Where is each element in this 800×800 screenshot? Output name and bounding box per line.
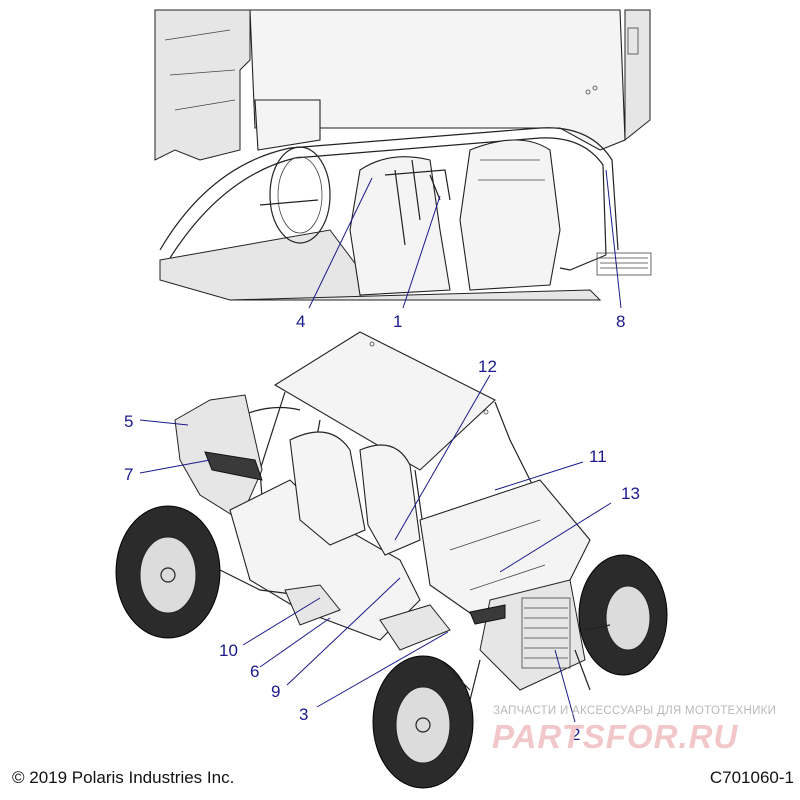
callout-3: 3: [299, 705, 308, 724]
callout-11: 11: [589, 447, 607, 466]
watermark-subtitle: ЗАПЧАСТИ И АКСЕССУАРЫ ДЛЯ МОТОТЕХНИКИ: [493, 705, 777, 717]
copyright-text: © 2019 Polaris Industries Inc.: [12, 768, 235, 787]
callout-8: 8: [616, 312, 625, 331]
wheel-front-left: [372, 655, 474, 789]
callout-5: 5: [124, 412, 133, 431]
callout-1: 1: [393, 312, 402, 331]
cockpit-inset: [154, 9, 652, 301]
callout-9: 9: [271, 682, 280, 701]
callout-10: 10: [219, 641, 238, 660]
callout-13: 13: [621, 484, 640, 503]
vehicle-main: [115, 331, 668, 789]
wheel-rear-left: [115, 505, 221, 639]
callout-2: 2: [571, 725, 580, 744]
callout-12: 12: [478, 357, 497, 376]
diagram-code: C701060-1: [709, 768, 794, 787]
callout-4: 4: [296, 312, 305, 331]
wheel-front-right: [578, 554, 668, 676]
callout-6: 6: [250, 662, 259, 681]
watermark-brand: PARTSFOR.RU: [492, 718, 739, 755]
callout-7: 7: [124, 465, 133, 484]
